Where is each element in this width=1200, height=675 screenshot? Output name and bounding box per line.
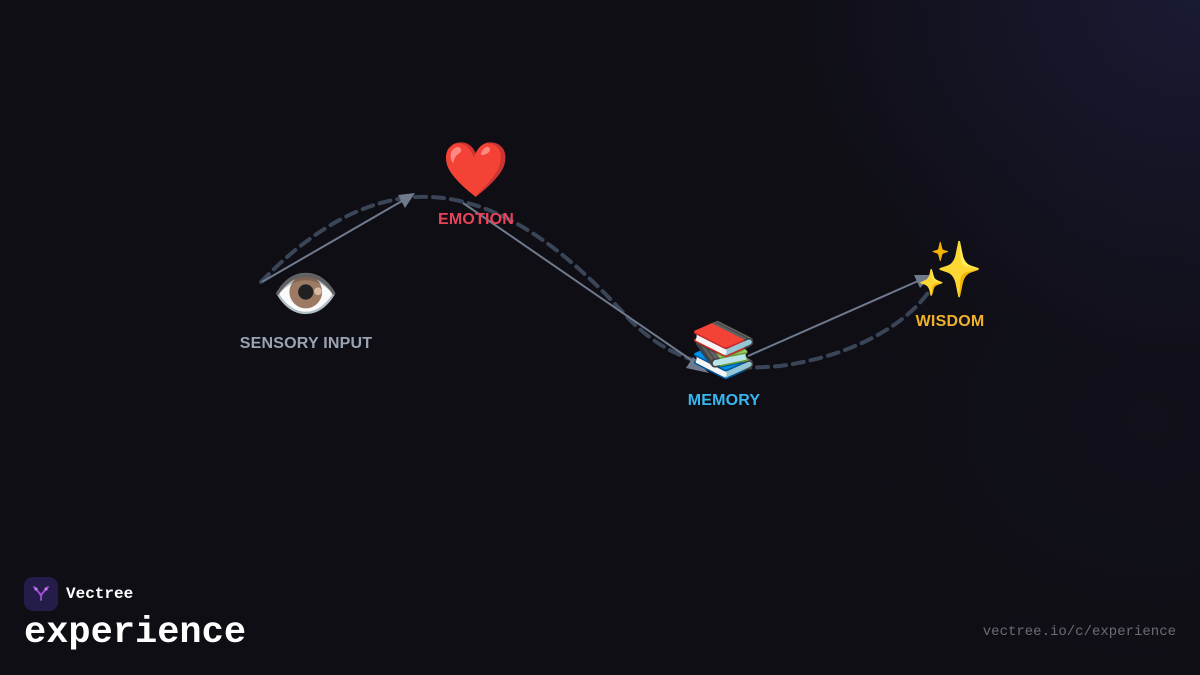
brand-name: Vectree: [66, 585, 134, 603]
node-label-emotion: EMOTION: [437, 211, 515, 228]
edge-sensory-to-emotion: [261, 193, 415, 283]
page-url[interactable]: vectree.io/c/experience: [982, 624, 1176, 640]
vectree-tree-icon: [24, 577, 58, 611]
dashed-flow-path: [259, 194, 932, 370]
page-title: experience: [24, 612, 247, 654]
brand[interactable]: Vectree: [24, 577, 133, 611]
node-label-memory: MEMORY: [687, 392, 761, 409]
heart-icon: ❤️: [442, 138, 510, 201]
node-label-wisdom: WISDOM: [915, 313, 985, 330]
node-label-sensory-input: SENSORY INPUT: [239, 335, 373, 352]
edge-emotion-to-memory: [462, 202, 709, 373]
eye-icon: 👁️: [272, 262, 340, 325]
edge-memory-to-wisdom: [747, 275, 932, 357]
books-icon: 📚: [690, 318, 758, 381]
sparkles-icon: ✨: [916, 238, 984, 301]
